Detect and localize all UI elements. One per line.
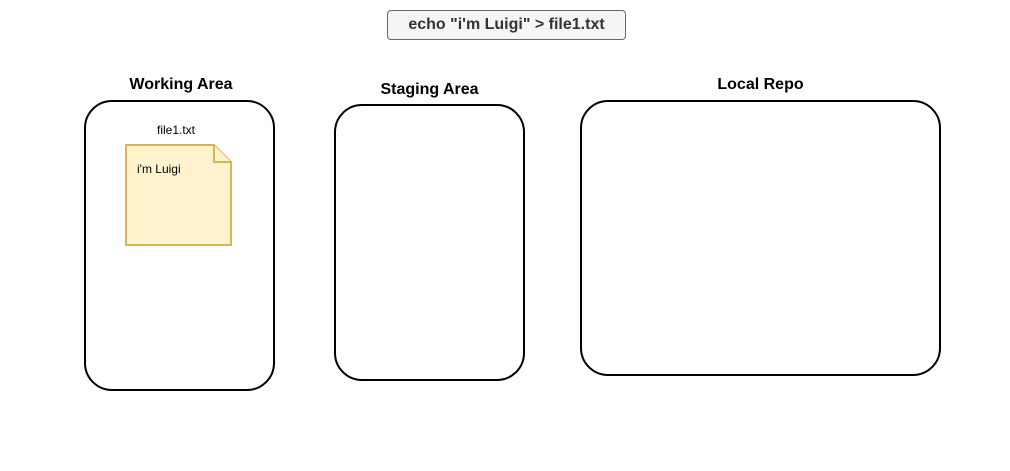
- command-box: echo "i'm Luigi" > file1.txt: [387, 10, 626, 40]
- file-content-text: i'm Luigi: [137, 162, 181, 176]
- note-fold: [213, 145, 231, 163]
- note-body: [125, 144, 232, 246]
- local-repo-box: [580, 100, 941, 376]
- local-repo-title: Local Repo: [717, 76, 804, 93]
- working-area-title: Working Area: [129, 76, 233, 93]
- staging-area-box: [334, 104, 525, 381]
- command-text: echo "i'm Luigi" > file1.txt: [408, 16, 605, 33]
- staging-area-title: Staging Area: [380, 81, 479, 98]
- note-document-icon[interactable]: [125, 144, 233, 248]
- file-name-label: file1.txt: [156, 123, 195, 137]
